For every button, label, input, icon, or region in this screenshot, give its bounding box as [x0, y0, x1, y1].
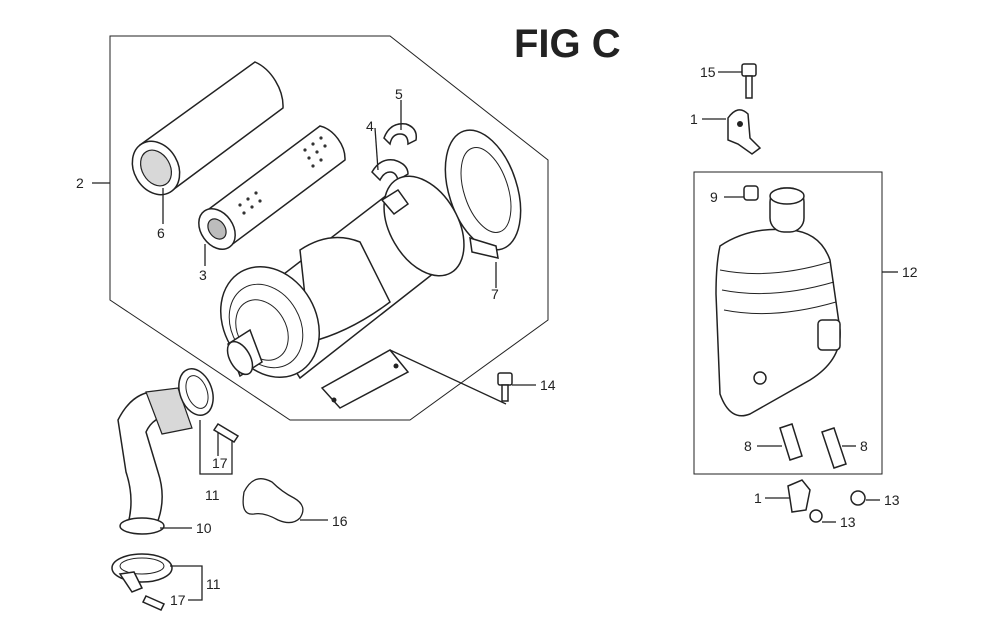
callout-5: 5 — [395, 86, 403, 102]
callout-17a: 17 — [212, 455, 228, 471]
tube-icon — [779, 423, 847, 469]
callout-9: 9 — [710, 189, 718, 205]
cap-icon — [743, 185, 759, 201]
callout-3: 3 — [199, 267, 207, 283]
callout-1b: 1 — [754, 490, 762, 506]
callout-11a: 11 — [205, 487, 220, 503]
fitting-icon — [787, 479, 866, 523]
callout-6: 6 — [157, 225, 165, 241]
callout-11b: 11 — [206, 576, 221, 592]
leader-lines — [92, 71, 898, 601]
callout-13a: 13 — [884, 492, 900, 508]
intake-hose-icon — [117, 387, 193, 535]
cleaner-cover-icon — [444, 129, 522, 259]
bracket-icon — [727, 109, 762, 155]
screw-icon — [141, 422, 240, 611]
fuel-tank-icon — [715, 187, 841, 417]
wire-clip-icon — [242, 478, 304, 524]
figure-title: FIG C — [514, 22, 621, 66]
callout-13b: 13 — [840, 514, 856, 530]
callout-2: 2 — [76, 175, 84, 191]
assembly-boundary — [109, 35, 549, 421]
callout-1a: 1 — [690, 111, 698, 127]
filter-element-inner-icon — [198, 125, 346, 250]
callout-10: 10 — [196, 520, 212, 536]
filter-element-outer-icon — [131, 61, 284, 196]
bolt-icon — [497, 372, 513, 402]
tank-bolt-icon — [741, 63, 757, 99]
callout-15: 15 — [700, 64, 716, 80]
callout-12: 12 — [902, 264, 918, 280]
clip-icon — [371, 123, 418, 182]
cleaner-case-icon — [219, 175, 465, 409]
callout-8a: 8 — [744, 438, 752, 454]
callout-14: 14 — [540, 377, 556, 393]
callout-4: 4 — [366, 118, 374, 134]
hose-clamp-icon — [111, 368, 214, 593]
callout-16: 16 — [332, 513, 348, 529]
tank-group-box — [693, 171, 883, 475]
callout-7: 7 — [491, 286, 499, 302]
callout-8b: 8 — [860, 438, 868, 454]
callout-17b: 17 — [170, 592, 186, 608]
